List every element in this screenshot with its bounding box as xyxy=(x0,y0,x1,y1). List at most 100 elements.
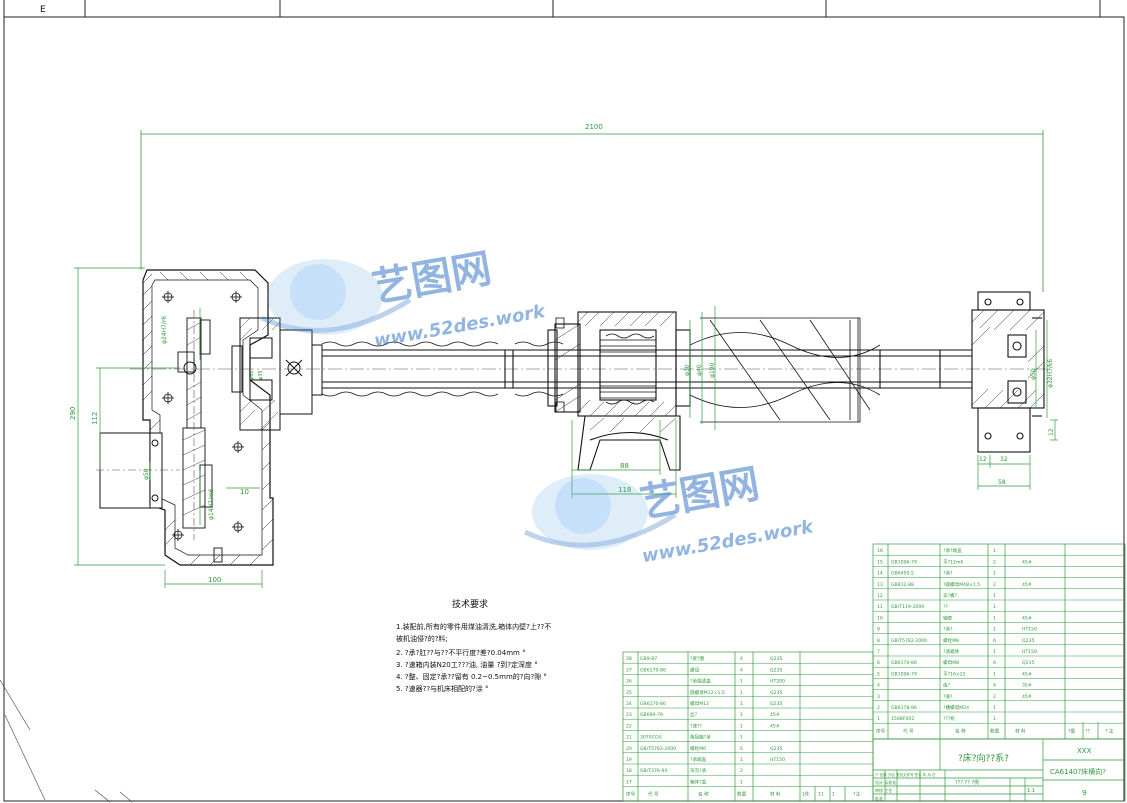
svg-text:φ62: φ62 xyxy=(249,370,255,380)
left-width-label: 100 xyxy=(208,576,221,584)
carriage-bolts xyxy=(555,317,565,413)
overall-length-label: 2100 xyxy=(585,123,603,131)
parts-cell-code: GB/T119-2000 xyxy=(891,604,924,610)
parts-cell-mat: Q235 xyxy=(770,656,782,662)
parts-header-total: 1 xyxy=(832,792,835,798)
sheet-border xyxy=(3,0,1125,802)
parts-cell-no: 17 xyxy=(626,779,632,785)
parts-cell-name: ?速? xyxy=(943,694,953,700)
parts-cell-qty: 1 xyxy=(993,604,996,610)
parts-cell-mat: Q235 xyxy=(770,746,782,752)
watermark-1-brand: 艺图网 xyxy=(369,246,495,312)
parts-cell-mat: 45# xyxy=(770,723,780,729)
screw-guard xyxy=(689,317,881,423)
scale-value: 1:1 xyxy=(1027,788,1035,794)
lead-screw xyxy=(130,349,1050,389)
tech-note-line: 被机油侵?的?料; xyxy=(396,634,448,643)
left-bearing-housing xyxy=(183,317,313,431)
parts-cell-qty: 2 xyxy=(740,768,743,774)
parts-cell-no: 7 xyxy=(877,649,880,655)
parts-cell-qty: 4 xyxy=(740,667,743,673)
left-bore-mid-label: φ50 xyxy=(143,468,150,480)
parts-cell-name: 螺母M8 xyxy=(943,659,959,666)
parts-cell-code: GB6450-5 xyxy=(891,571,914,577)
parts-cell-qty: 2 xyxy=(993,694,996,700)
left-small-dims: φ62 φ35 xyxy=(249,370,264,380)
parts-cell-no: 27 xyxy=(626,667,632,673)
parts-cell-qty: 1 xyxy=(993,571,996,577)
parts-cell-qty: 1 xyxy=(740,690,743,696)
tech-note-line: 1.装配前,所有的零件用煤油清洗,箱体内壁?上??不 xyxy=(396,622,551,631)
parts-cell-qty: 6 xyxy=(740,746,743,752)
parts-cell-no: 26 xyxy=(626,679,632,685)
stage-label: ??? ?? ?例 xyxy=(955,779,979,786)
center-bore-3-label: φ190 xyxy=(709,362,716,378)
tech-note-line: 2. ?承?肛??与??不平行度?差?0.04mm ° xyxy=(396,648,526,657)
right-h-label: 12 xyxy=(1048,428,1055,436)
parts-cell-name: ???机 xyxy=(943,715,955,722)
parts-cell-no: 5 xyxy=(877,671,880,677)
watermark-1: 艺图网 www.52des.work xyxy=(260,246,548,352)
parts-cell-name: 平?16×22 xyxy=(943,671,966,677)
parts-header-no: 序号 xyxy=(876,727,886,734)
dimension-overall-length xyxy=(140,130,1044,292)
parts-cell-qty: 1 xyxy=(740,735,743,741)
parts-cell-qty: 1 xyxy=(740,701,743,707)
parts-cell-code: GB6170-86 xyxy=(640,667,666,673)
tech-note-line: 4. ?整、固定?承??留有 0.2~0.5mm的?向?隙 ° xyxy=(396,672,547,681)
parts-cell-name: 箱体?盖 xyxy=(690,778,707,785)
parts-cell-code: GB6170-86 xyxy=(640,701,666,707)
parts-cell-mat: 45# xyxy=(1022,694,1032,700)
tech-note-line: 5. ?速器??与机床相配的?涂 ° xyxy=(396,684,489,693)
parts-cell-name: 螺母 xyxy=(690,666,700,673)
parts-cell-qty: 1 xyxy=(740,723,743,729)
parts-cell-name: 丝? xyxy=(690,711,698,718)
parts-cell-qty: 1 xyxy=(993,627,996,633)
parts-cell-mat: 45# xyxy=(1022,615,1032,621)
parts-header-mat: 材 料 xyxy=(1015,727,1026,734)
parts-cell-no: 21 xyxy=(626,735,632,741)
parts-cell-name: 轴套 xyxy=(943,614,953,621)
motor-flange xyxy=(96,432,180,509)
right-w1-label: 12 xyxy=(979,456,987,463)
parts-cell-name: 齿? xyxy=(943,683,951,689)
center-width-2-label: 118 xyxy=(618,486,631,494)
parts-cell-no: 24 xyxy=(626,701,632,707)
left-bearing-hatch xyxy=(239,317,281,431)
parts-cell-name: 深沟?承 xyxy=(690,767,707,774)
parts-cell-name: ?紧?圈 xyxy=(690,655,704,662)
zone-tag: E xyxy=(40,5,46,15)
parts-cell-no: 23 xyxy=(626,712,632,718)
parts-cell-name: ?承? xyxy=(943,570,953,577)
parts-cell-name: ?承? xyxy=(943,626,953,633)
company-name: XXX xyxy=(1077,747,1092,755)
center-bore-2-label: φ40 xyxy=(696,364,703,376)
left-gear-train xyxy=(177,310,223,563)
left-bore-top-label: φ24H7/r6 xyxy=(161,316,168,344)
parts-cell-name: 平?12m6 xyxy=(943,559,963,565)
parts-cell-mat: 45# xyxy=(1022,559,1032,565)
right-support-hatch xyxy=(971,309,1045,409)
parts-cell-name: ?承?端盖 xyxy=(943,547,962,554)
parts-cell-no: 16 xyxy=(877,548,883,554)
parts-cell-no: 6 xyxy=(877,660,880,666)
parts-cell-qty: 1 xyxy=(993,716,996,722)
svg-text:φ35: φ35 xyxy=(258,370,264,380)
design-row-label: 设计 标准化 xyxy=(875,779,896,785)
parts-cell-no: 18 xyxy=(626,768,632,774)
parts-header-qty: 数量 xyxy=(990,727,1000,734)
parts-cell-no: 14 xyxy=(877,571,883,577)
parts-cell-qty: 1 xyxy=(740,679,743,685)
parts-cell-name: 圆螺母M12×1.5 xyxy=(690,689,725,696)
parts-cell-code: 307ACGA xyxy=(640,735,663,741)
watermark-2-url: www.52des.work xyxy=(640,516,815,567)
parts-cell-qty: 6 xyxy=(993,638,996,644)
parts-cell-no: 12 xyxy=(877,593,883,599)
parts-header-note: ?注 xyxy=(853,791,860,798)
parts-cell-mat: Q235 xyxy=(770,667,782,673)
parts-cell-qty: 1 xyxy=(993,593,996,599)
drawing-name: CA6140?床横向? xyxy=(1050,767,1106,776)
parts-cell-mat: Q235 xyxy=(1022,638,1034,644)
parts-cell-no: 2 xyxy=(877,705,880,711)
tech-note-line: 3. ?速箱内装N20工???油, 油量 ?到?定深度 ° xyxy=(396,660,538,669)
